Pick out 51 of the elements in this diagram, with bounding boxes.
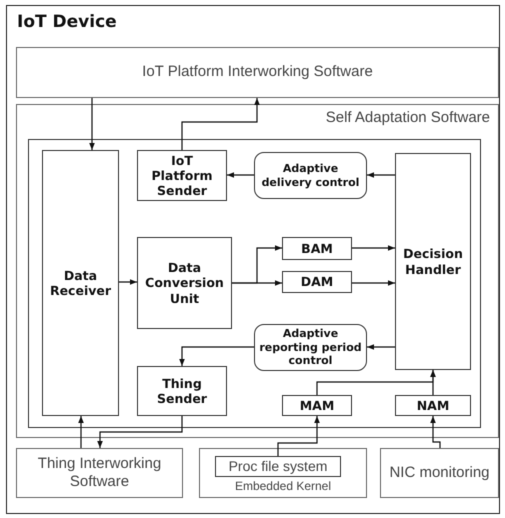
box-label: BAM bbox=[301, 240, 333, 256]
arrow bbox=[430, 370, 436, 395]
box-label: IoT Platform Interworking Software bbox=[142, 63, 373, 82]
module-box bbox=[282, 395, 352, 416]
software-box bbox=[380, 448, 499, 498]
box-label: Decision Handler bbox=[402, 246, 464, 277]
arrow bbox=[430, 416, 441, 448]
box-label: IoT Platform Sender bbox=[150, 152, 214, 198]
arrow bbox=[352, 245, 395, 251]
module-box bbox=[137, 237, 232, 329]
module-box bbox=[42, 150, 119, 416]
arrow bbox=[367, 172, 395, 178]
arrow bbox=[119, 279, 137, 285]
arrow bbox=[232, 280, 282, 286]
software-box bbox=[16, 47, 499, 98]
box-label: Adaptive delivery control bbox=[260, 162, 360, 189]
module-box bbox=[395, 153, 471, 370]
device-label: IoT Device bbox=[17, 12, 117, 33]
box-label: Data Receiver bbox=[48, 268, 112, 298]
box-label: NIC monitoring bbox=[389, 464, 490, 482]
frame-heading: Self Adaptation Software bbox=[326, 109, 490, 128]
module-box bbox=[137, 366, 227, 416]
kernel-box bbox=[199, 448, 367, 498]
device-frame bbox=[6, 5, 500, 514]
box-label: Data Conversion Unit bbox=[144, 260, 225, 306]
module-frame bbox=[28, 139, 481, 428]
arrow bbox=[97, 416, 183, 448]
arrow bbox=[181, 98, 260, 150]
box-label: Proc file system bbox=[228, 458, 328, 476]
module-box bbox=[395, 395, 471, 416]
module-box bbox=[282, 271, 352, 293]
arrow bbox=[89, 98, 95, 150]
box-label: Thing Sender bbox=[156, 376, 208, 406]
module-box bbox=[282, 237, 352, 260]
box-label: Thing Interworking Software bbox=[36, 454, 162, 492]
box-label: DAM bbox=[300, 274, 334, 290]
module-box bbox=[137, 150, 227, 201]
box-label: NAM bbox=[416, 398, 450, 414]
box-label: Embedded Kernel bbox=[234, 479, 332, 494]
arrow bbox=[277, 416, 320, 456]
software-frame bbox=[16, 104, 499, 438]
module-box bbox=[215, 456, 341, 477]
software-box bbox=[16, 448, 183, 498]
arrow bbox=[227, 172, 254, 178]
control-box bbox=[254, 152, 367, 199]
arrow bbox=[367, 344, 395, 350]
arrow bbox=[179, 346, 254, 366]
box-label: Adaptive reporting period control bbox=[258, 327, 363, 368]
arrow bbox=[78, 416, 84, 448]
box-label: MAM bbox=[300, 398, 334, 414]
arrow bbox=[352, 280, 395, 286]
